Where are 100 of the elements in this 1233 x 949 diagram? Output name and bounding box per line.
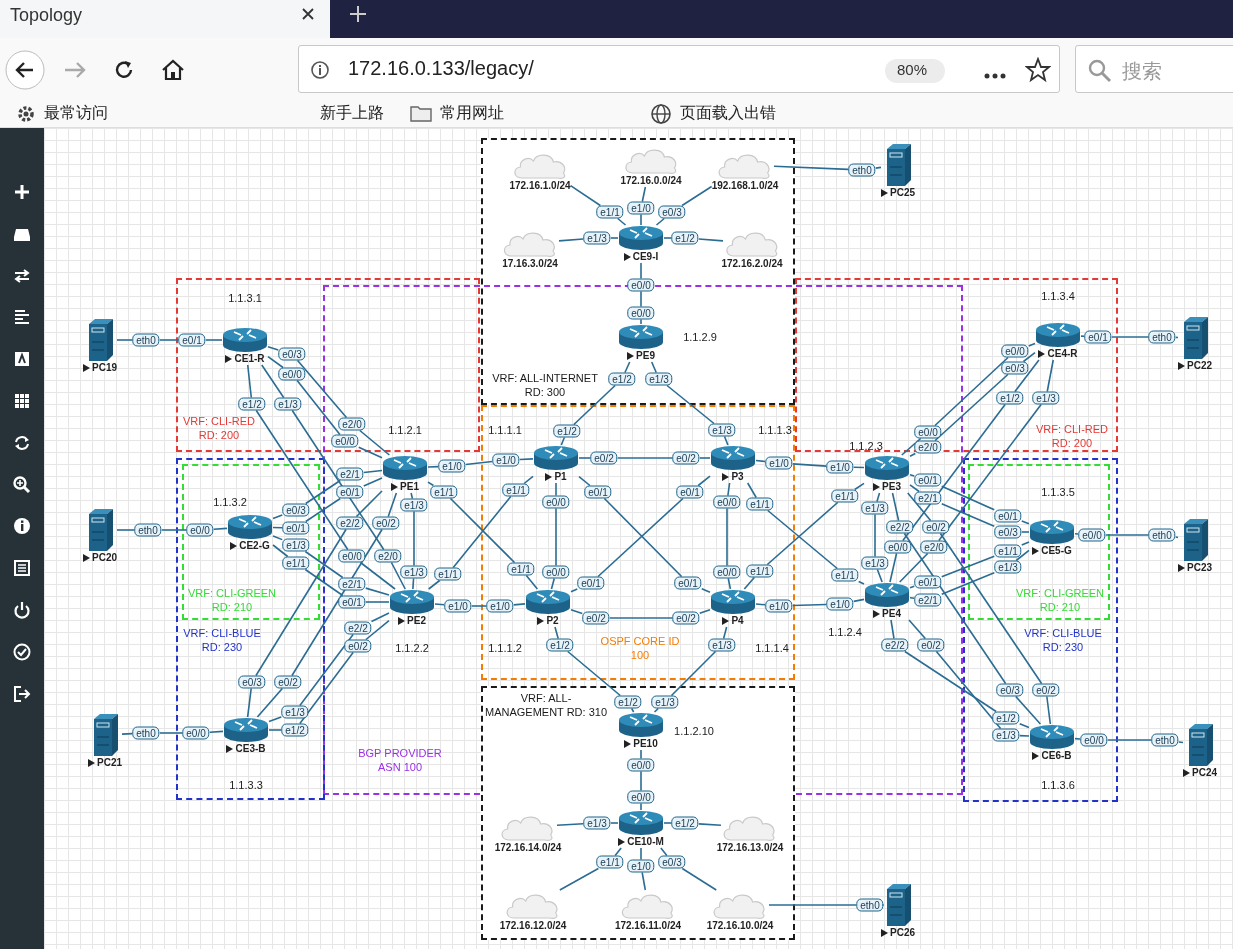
interface-label: e0/1: [178, 333, 206, 347]
interface-label: e0/2: [274, 675, 302, 689]
interface-label: eth0: [1148, 330, 1176, 344]
device-label: CE5-G: [1041, 545, 1072, 557]
device-label: 172.16.13.0/24: [716, 842, 784, 854]
loopback-address: 1.1.3.6: [1041, 779, 1075, 791]
loopback-address: 1.1.3.5: [1041, 486, 1075, 498]
interface-label: e1/2: [671, 816, 699, 830]
interface-label: e0/3: [996, 683, 1024, 697]
link-line: [570, 588, 579, 593]
interface-label: e0/3: [994, 525, 1022, 539]
link-line: [268, 716, 283, 723]
link-line: [641, 871, 647, 891]
interface-label: e1/1: [282, 556, 310, 570]
device-label: 172.16.12.0/24: [499, 920, 567, 932]
link-line: [698, 609, 711, 615]
link-line: [1080, 335, 1086, 338]
link-line: [640, 749, 642, 760]
group-label: VRF: ALL-INTERNET RD: 300: [491, 371, 599, 399]
link-line: [874, 513, 876, 558]
group-label: VRF: CLI-RED RD: 200: [181, 414, 257, 442]
link-line: [904, 650, 997, 713]
link-line: [304, 497, 342, 523]
device-label: CE9-I: [632, 251, 659, 263]
link-line: [902, 403, 1006, 542]
interface-label: e1/3: [583, 231, 611, 245]
link-line: [934, 356, 1009, 427]
interface-label: e0/0: [627, 306, 655, 320]
link-line: [410, 492, 414, 500]
interface-label: e0/0: [278, 367, 306, 381]
link-line: [550, 577, 556, 590]
dashed-group-box: [963, 458, 1118, 802]
link-line: [935, 650, 1002, 730]
link-line: [359, 429, 391, 456]
link-line: [640, 262, 642, 280]
device-label: 172.16.0.0/24: [620, 175, 682, 187]
link-line: [698, 457, 711, 459]
interface-label: e2/2: [881, 638, 909, 652]
interface-label: e1/1: [746, 497, 774, 511]
link-line: [697, 475, 711, 487]
link-line: [555, 482, 557, 497]
loopback-address: 1.1.1.4: [755, 642, 789, 654]
link-line: [852, 466, 865, 469]
link-line: [212, 527, 228, 530]
zoom-level: 80%: [897, 61, 928, 78]
link-line: [853, 482, 865, 491]
link-line: [743, 576, 756, 590]
link-line: [903, 532, 1007, 685]
link-line: [727, 577, 732, 590]
link-line: [660, 847, 668, 857]
link-line: [1018, 722, 1030, 729]
link-line: [570, 608, 584, 615]
interface-label: e1/0: [627, 859, 655, 873]
link-line: [427, 579, 441, 590]
link-line: [630, 707, 635, 713]
link-line: [370, 612, 390, 623]
link-line: [640, 318, 642, 325]
link-line: [556, 823, 585, 827]
device-label: CE3-B: [235, 743, 266, 755]
bookmark-link: 页面载入出错: [680, 103, 776, 123]
device-label: PE2: [407, 615, 426, 627]
device-label: PC24: [1192, 767, 1217, 779]
interface-label: e2/0: [374, 549, 402, 563]
interface-label: e2/2: [336, 516, 364, 530]
link-line: [766, 501, 839, 566]
link-line: [427, 481, 435, 487]
interface-label: e2/2: [886, 520, 914, 534]
interface-label: e0/0: [713, 565, 741, 579]
link-line: [470, 605, 488, 607]
interface-label: e2/0: [914, 440, 942, 454]
device-label: PC19: [92, 362, 117, 374]
link-line: [299, 633, 354, 707]
tab-title: Topology: [10, 5, 83, 26]
interface-label: e0/0: [627, 790, 655, 804]
interface-label: e0/0: [627, 278, 655, 292]
link-line: [681, 867, 718, 891]
dashed-group-box: [481, 138, 795, 405]
device-label: 172.16.2.0/24: [721, 258, 783, 270]
interface-label: eth0: [132, 726, 160, 740]
interface-label: e0/1: [674, 576, 702, 590]
link-line: [268, 729, 283, 731]
link-line: [272, 514, 284, 520]
link-line: [609, 822, 619, 824]
link-line: [909, 597, 916, 600]
link-line: [1022, 351, 1036, 363]
link-line: [272, 535, 284, 541]
link-line: [578, 457, 592, 459]
link-line: [246, 687, 252, 718]
link-line: [641, 186, 647, 203]
interface-label: e0/0: [1078, 528, 1106, 542]
interface-label: e1/1: [430, 485, 458, 499]
link-line: [362, 469, 383, 474]
link-line: [616, 217, 627, 226]
link-line: [891, 492, 900, 522]
link-line: [1074, 532, 1080, 535]
link-line: [1106, 739, 1153, 741]
device-label: 172.16.11.0/24: [614, 920, 682, 932]
dashed-group-box: [176, 458, 325, 800]
interface-label: e0/3: [238, 675, 266, 689]
loopback-address: 1.1.1.1: [488, 424, 522, 436]
